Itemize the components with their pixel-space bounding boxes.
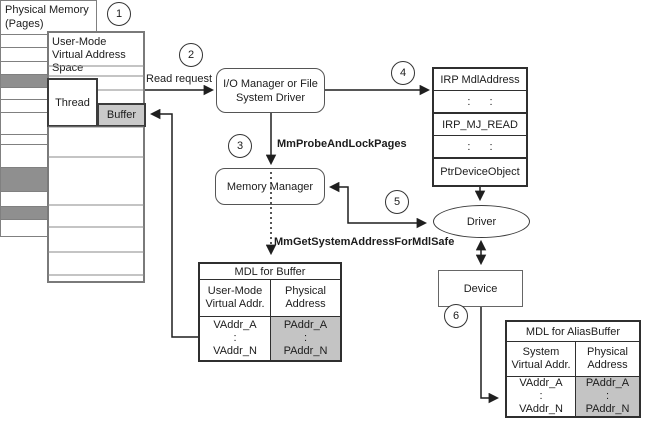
read-request-label: Read request	[146, 73, 213, 85]
mdl-buffer-table: MDL for Buffer User-Mode Virtual Addr. P…	[198, 262, 342, 362]
irp-row-ptrdeviceobject: PtrDeviceObject	[440, 166, 520, 178]
page-row	[1, 88, 47, 100]
mdl-aliasbuffer-paddr-cell: PAddr_A : PAddr_N	[576, 377, 639, 416]
paddr-a: PAddr_A	[585, 377, 630, 389]
vaddr-dots: :	[233, 332, 237, 344]
page-row	[1, 220, 47, 236]
step-circle-3: 3	[228, 134, 252, 158]
step-circle-5: 5	[385, 190, 409, 214]
paddr-n: PAddr_N	[283, 345, 328, 357]
paddr-a: PAddr_A	[283, 319, 328, 331]
irp-row-mdladdress: IRP MdlAddress	[434, 69, 526, 91]
driver-ellipse: Driver	[433, 205, 530, 238]
paddr-dots: :	[605, 390, 610, 402]
physical-memory-label: Physical Memory (Pages)	[0, 0, 97, 35]
step-circle-2: 2	[179, 43, 203, 67]
mdl-aliasbuffer-col2-header: Physical Address	[587, 346, 628, 371]
vaddr-n: VAddr_N	[213, 345, 257, 357]
io-manager-box: I/O Manager or File System Driver	[216, 68, 325, 113]
thread-box: Thread	[47, 78, 98, 127]
mdl-buffer-paddr-cell: PAddr_A : PAddr_N	[271, 317, 340, 360]
page-row-locked	[1, 168, 47, 192]
mmgetsystemaddressformdlsafe-label: MmGetSystemAddressForMdlSafe	[274, 236, 455, 248]
user-mode-address-space-title: User-Mode Virtual Address Space	[52, 36, 126, 74]
mdl-buffer-vaddr-cell: VAddr_A : VAddr_N	[200, 317, 271, 360]
mdl-aliasbuffer-table: MDL for AliasBuffer System Virtual Addr.…	[505, 320, 641, 418]
page-row	[1, 35, 47, 48]
memory-manager-box: Memory Manager	[215, 168, 325, 205]
mmprobeandlockpages-label: MmProbeAndLockPages	[277, 138, 407, 150]
arrow-device-to-aliasbuffer	[480, 307, 500, 404]
mdl-buffer-col2-header: Physical Address	[285, 285, 326, 310]
page-row-locked	[1, 207, 47, 220]
step-circle-4: 4	[391, 61, 415, 85]
paddr-dots: :	[303, 332, 308, 344]
mdl-buffer-col1-header: User-Mode Virtual Addr.	[200, 280, 271, 316]
page-row	[1, 62, 47, 75]
page-row	[1, 192, 47, 207]
mdl-aliasbuffer-title: MDL for AliasBuffer	[507, 322, 639, 342]
page-row	[1, 48, 47, 62]
mdl-aliasbuffer-vaddr-cell: VAddr_A : VAddr_N	[507, 377, 576, 416]
page-row	[1, 145, 47, 168]
page-row	[1, 113, 47, 135]
physical-memory-page-column	[0, 35, 48, 237]
arrow-driver-memory-manager	[328, 181, 428, 229]
step-circle-1: 1	[107, 2, 131, 26]
vaddr-a: VAddr_A	[519, 377, 563, 389]
irp-row-dots: : :	[434, 91, 526, 114]
mdl-aliasbuffer-col1-header: System Virtual Addr.	[507, 342, 576, 376]
device-box: Device	[438, 270, 523, 307]
page-row	[1, 100, 47, 113]
buffer-box: Buffer	[97, 103, 146, 127]
mdl-buffer-title: MDL for Buffer	[200, 264, 340, 280]
paddr-n: PAddr_N	[585, 403, 630, 415]
vaddr-dots: :	[539, 390, 543, 402]
irp-row-mj-read: IRP_MJ_READ	[434, 114, 526, 136]
page-row	[1, 135, 47, 145]
irp-structure: IRP MdlAddress : : IRP_MJ_READ : : PtrDe…	[432, 67, 528, 187]
vaddr-n: VAddr_N	[519, 403, 563, 415]
arrow-mdl-to-buffer	[149, 108, 198, 338]
step-circle-6: 6	[444, 304, 468, 328]
irp-row-dots: : :	[434, 136, 526, 159]
vaddr-a: VAddr_A	[213, 319, 257, 331]
page-row-locked	[1, 75, 47, 88]
